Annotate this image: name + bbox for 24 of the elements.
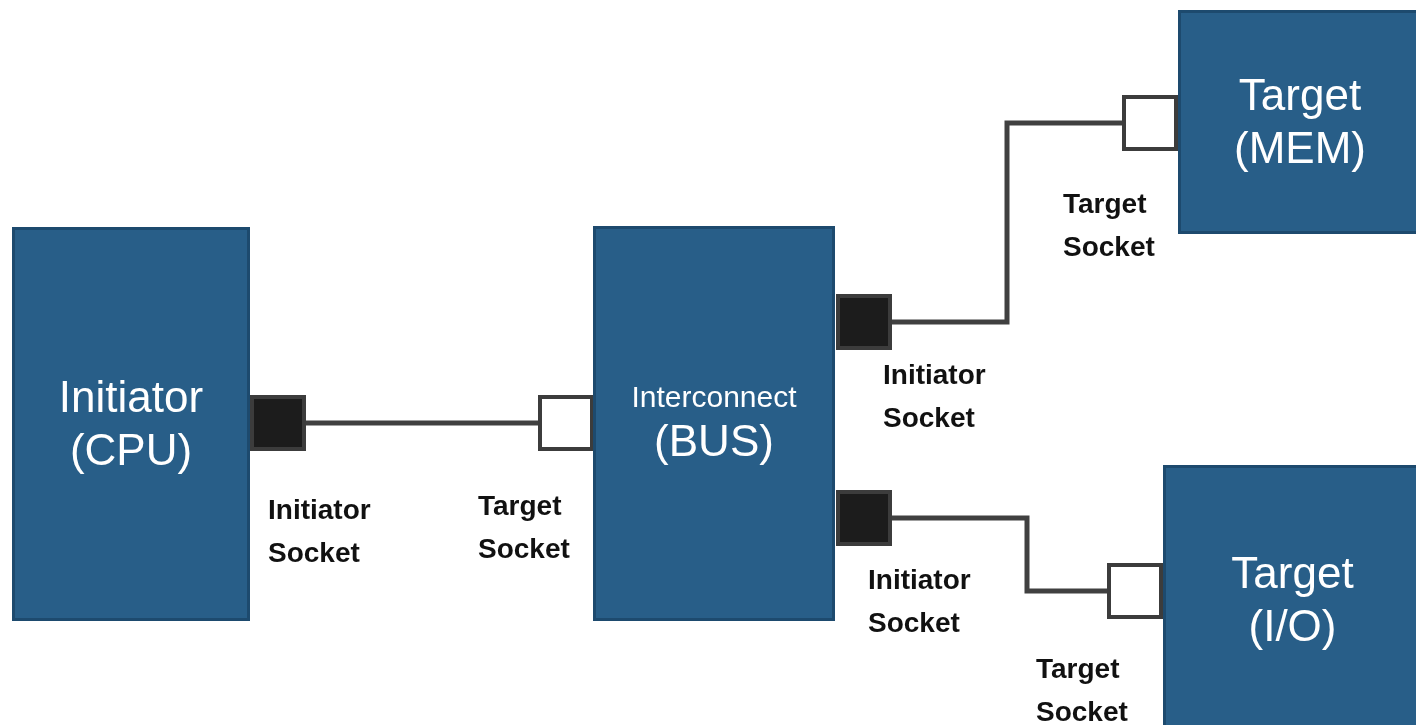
box-label: Target (I/O) [1230, 547, 1355, 652]
initiator-socket [836, 294, 892, 350]
socket-label: Target Socket [478, 489, 571, 567]
target-socket [538, 395, 594, 451]
box-label: (BUS) [654, 415, 774, 468]
component-box [1178, 10, 1416, 234]
connector-line [892, 515, 1107, 594]
box-label: Interconnect [631, 379, 797, 416]
connector-line [892, 120, 1122, 325]
socket-label: Target Socket [1063, 187, 1156, 265]
connector-line [306, 420, 538, 426]
component-box [12, 227, 250, 621]
box-label: Initiator (CPU) [57, 371, 205, 476]
component-box [1163, 465, 1416, 725]
initiator-socket [250, 395, 306, 451]
socket-label: Target Socket [1036, 652, 1129, 725]
target-socket [1122, 95, 1178, 151]
socket-label: Initiator Socket [268, 493, 372, 571]
target-socket [1107, 563, 1163, 619]
box-label: Target (MEM) [1233, 69, 1367, 174]
socket-label: Initiator Socket [883, 358, 987, 436]
socket-label: Initiator Socket [868, 563, 972, 641]
component-box [593, 226, 835, 621]
initiator-socket [836, 490, 892, 546]
